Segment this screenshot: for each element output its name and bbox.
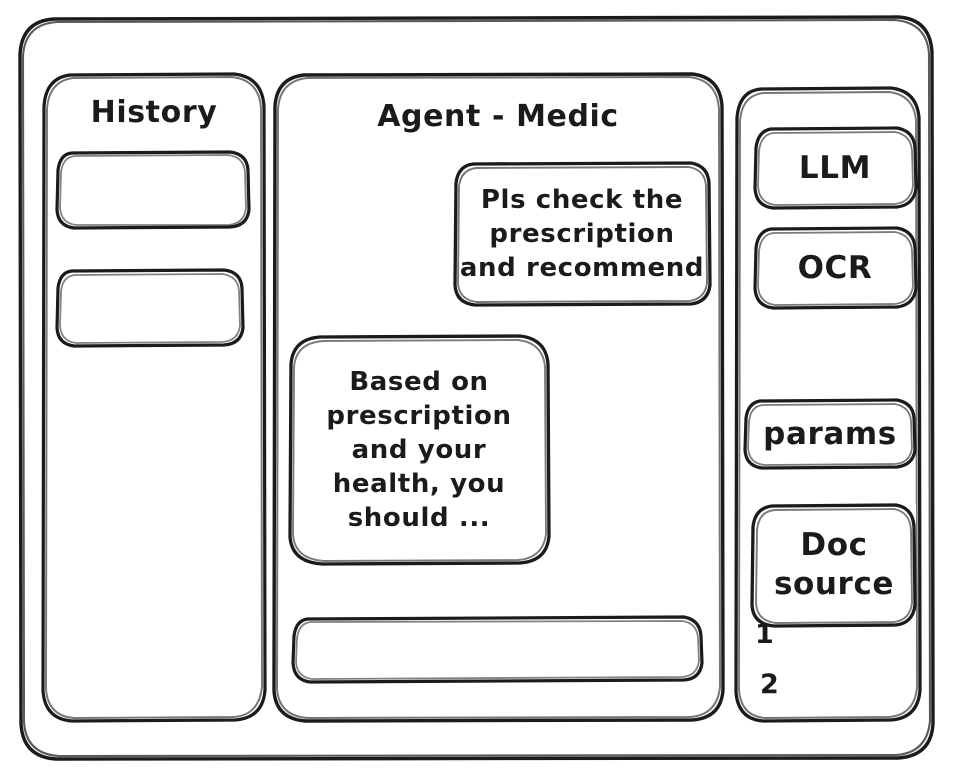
message-input-value (294, 618, 700, 680)
doc-source-item-2[interactable]: 2 (760, 669, 780, 700)
tool-button-ocr[interactable]: OCR (753, 226, 918, 310)
user-line-2: prescription (489, 219, 675, 249)
assistant-line-4: health, you (332, 469, 506, 499)
tool-button-params-label: params (746, 400, 914, 468)
doc-source-label-line-1: Doc (800, 527, 868, 563)
assistant-line-5: should ... (347, 503, 491, 533)
tool-button-doc-source-label: Doc source (752, 505, 916, 625)
params-label-line-1: params (763, 415, 897, 452)
message-bubble-user-text: Pls check the prescription and recommend (455, 163, 709, 305)
assistant-line-3: and your (351, 435, 487, 465)
assistant-line-1: Based on (349, 367, 489, 397)
message-bubble-assistant-text: Based on prescription and your health, y… (290, 336, 548, 564)
llm-label-line-1: LLM (798, 149, 872, 186)
user-line-1: Pls check the (480, 185, 684, 215)
message-bubble-user: Pls check the prescription and recommend (453, 161, 712, 307)
history-item-2-label (58, 270, 242, 346)
ocr-label-line-1: OCR (797, 249, 873, 286)
assistant-line-2: prescription (326, 401, 512, 431)
tool-button-params[interactable]: params (743, 398, 917, 470)
message-input[interactable] (291, 615, 704, 684)
tool-button-ocr-label: OCR (755, 228, 915, 308)
tool-button-doc-source[interactable]: Doc source (750, 503, 917, 628)
tool-button-llm[interactable]: LLM (753, 126, 918, 210)
history-panel-title: History (90, 95, 218, 130)
doc-source-item-1[interactable]: 1 (755, 619, 775, 650)
agent-panel-title: Agent - Medic (377, 99, 619, 134)
tool-button-llm-label: LLM (755, 128, 915, 208)
message-bubble-assistant: Based on prescription and your health, y… (288, 334, 551, 566)
history-item-2[interactable] (55, 268, 245, 348)
history-item-1-label (58, 152, 248, 228)
doc-source-label-line-2: source (773, 566, 895, 602)
history-item-1[interactable] (55, 150, 251, 230)
user-line-3: and recommend (459, 253, 705, 283)
